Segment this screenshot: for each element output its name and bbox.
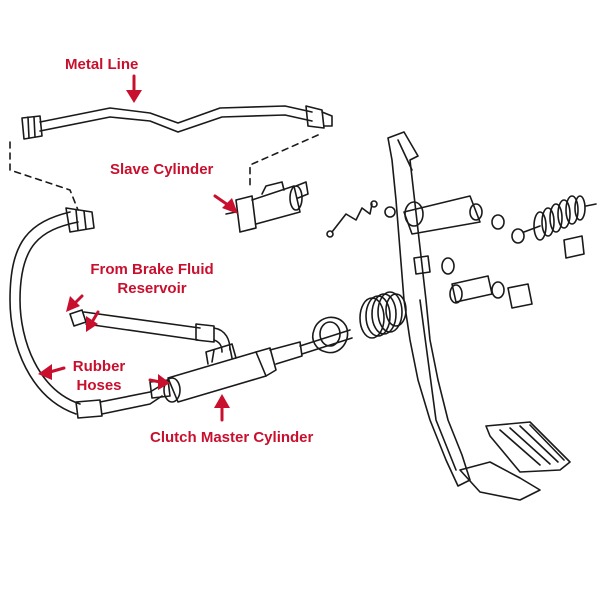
arrow-rubber-hoses-2 — [158, 374, 170, 390]
arrow-metal-line — [126, 90, 142, 103]
label-clutch-master-cylinder: Clutch Master Cylinder — [150, 429, 314, 446]
metal-line-tube — [21, 105, 333, 140]
label-slave-cylinder: Slave Cylinder — [110, 161, 214, 178]
label-rubber-hoses: Rubber Hoses — [66, 357, 132, 395]
slave-cylinder — [225, 181, 309, 233]
dashed-connectors — [9, 134, 319, 211]
label-brake-fluid-line2: Reservoir — [117, 280, 187, 297]
label-metal-line: Metal Line — [65, 56, 139, 73]
lower-pivot-hardware — [413, 255, 533, 309]
arrow-reservoir-2 — [86, 316, 98, 332]
label-brake-fluid-line1: From Brake Fluid — [90, 261, 214, 278]
arrow-rubber-hoses-1 — [38, 364, 52, 380]
assist-spring — [523, 195, 597, 259]
pivot-hardware — [326, 195, 525, 244]
label-rubber-hoses-line2: Hoses — [76, 377, 122, 394]
arrow-reservoir-1 — [66, 296, 80, 312]
gasket-plate — [311, 316, 349, 354]
master-cylinder — [163, 329, 353, 403]
label-brake-fluid: From Brake Fluid Reservoir — [78, 260, 226, 298]
arrow-clutch-master — [214, 394, 230, 408]
label-rubber-hoses-line1: Rubber — [72, 358, 126, 375]
return-spring — [359, 291, 407, 339]
arrow-slave-cylinder — [222, 198, 238, 214]
clutch-pedal — [387, 131, 571, 501]
rubber-hose-long — [9, 207, 171, 419]
callout-arrows — [38, 74, 238, 422]
